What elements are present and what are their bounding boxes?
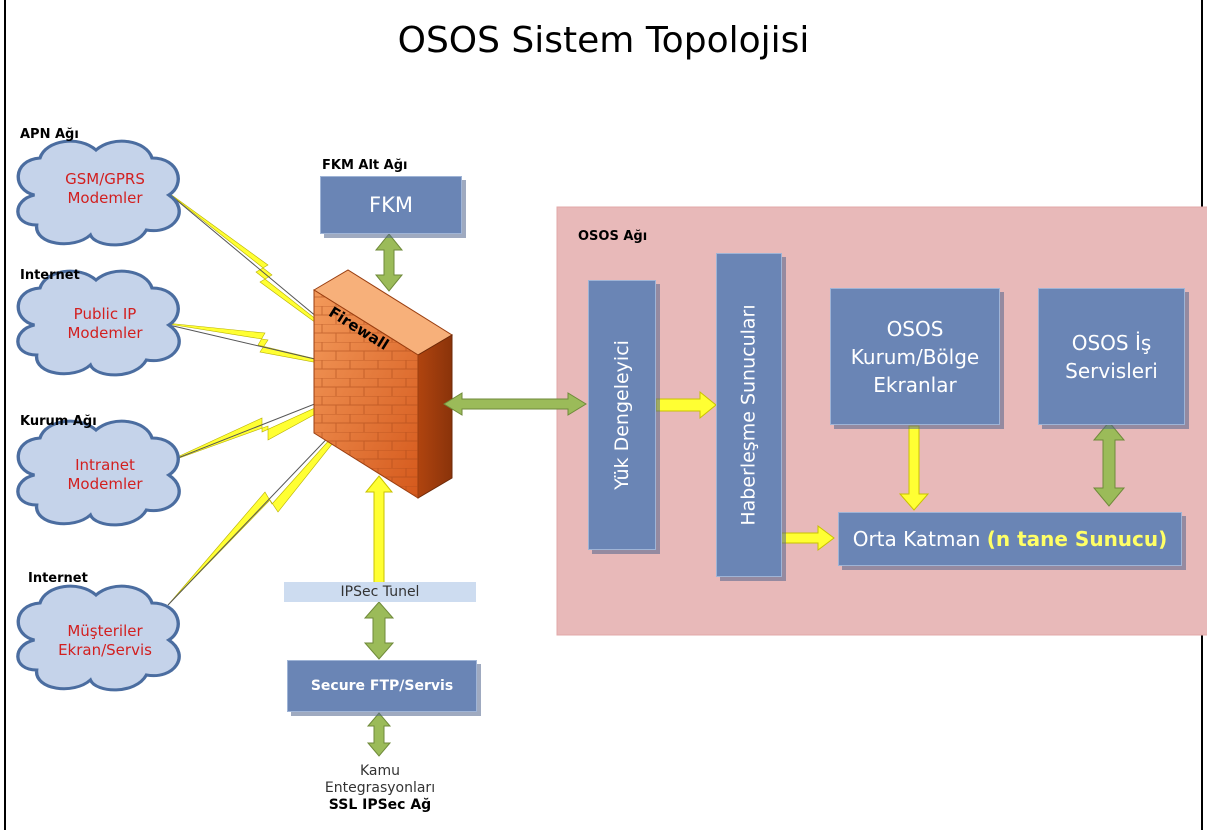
- business-services-box: OSOS İş Servisleri: [1038, 288, 1185, 425]
- osos-network-label: OSOS Ağı: [578, 229, 648, 244]
- fkm-box: FKM: [320, 176, 462, 234]
- load-balancer-box: Yük Dengeleyici: [588, 280, 656, 550]
- single-arrow-icon: [364, 390, 930, 589]
- secure-ftp-box: Secure FTP/Servis: [287, 660, 477, 712]
- kamu-label: Kamu Entegrasyonları SSL IPSec Ağ: [324, 763, 436, 813]
- double-arrow-icon: [363, 233, 1126, 757]
- internet-label-1: Internet: [20, 268, 80, 283]
- kurum-network-label: Kurum Ağı: [20, 414, 97, 429]
- firewall-icon: [313, 269, 453, 499]
- apn-network-label: APN Ağı: [20, 127, 79, 142]
- communication-servers-box: Haberleşme Sunucuları: [716, 253, 782, 577]
- ipsec-tunnel-bar: IPSec Tunel: [284, 582, 476, 602]
- fkm-subnet-label: FKM Alt Ağı: [322, 158, 408, 173]
- kurum-bolge-screens-box: OSOS Kurum/Bölge Ekranlar: [830, 288, 1000, 425]
- page-title: OSOS Sistem Topolojisi: [397, 20, 810, 61]
- middle-tier-box: Orta Katman (n tane Sunucu): [838, 512, 1182, 566]
- internet-label-2: Internet: [28, 571, 88, 586]
